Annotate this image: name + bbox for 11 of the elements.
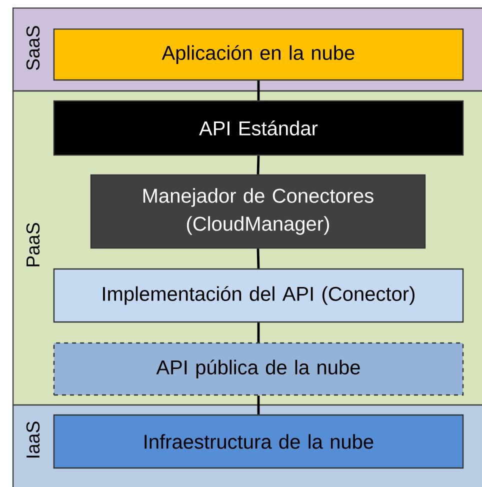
connector-line (257, 80, 260, 100)
connector-line (256, 248, 260, 268)
component-box: API Estándar (53, 100, 464, 156)
connector-line (257, 322, 260, 342)
component-box: Infraestructura de la nube (53, 414, 464, 469)
connector-line (257, 396, 260, 414)
component-box: Aplicación en la nube (53, 28, 464, 81)
component-box: Manejador de Conectores (CloudManager) (90, 174, 426, 249)
component-box: API pública de la nube (53, 342, 464, 396)
component-box: Implementación del API (Conector) (53, 268, 464, 323)
connector-line (256, 156, 260, 174)
